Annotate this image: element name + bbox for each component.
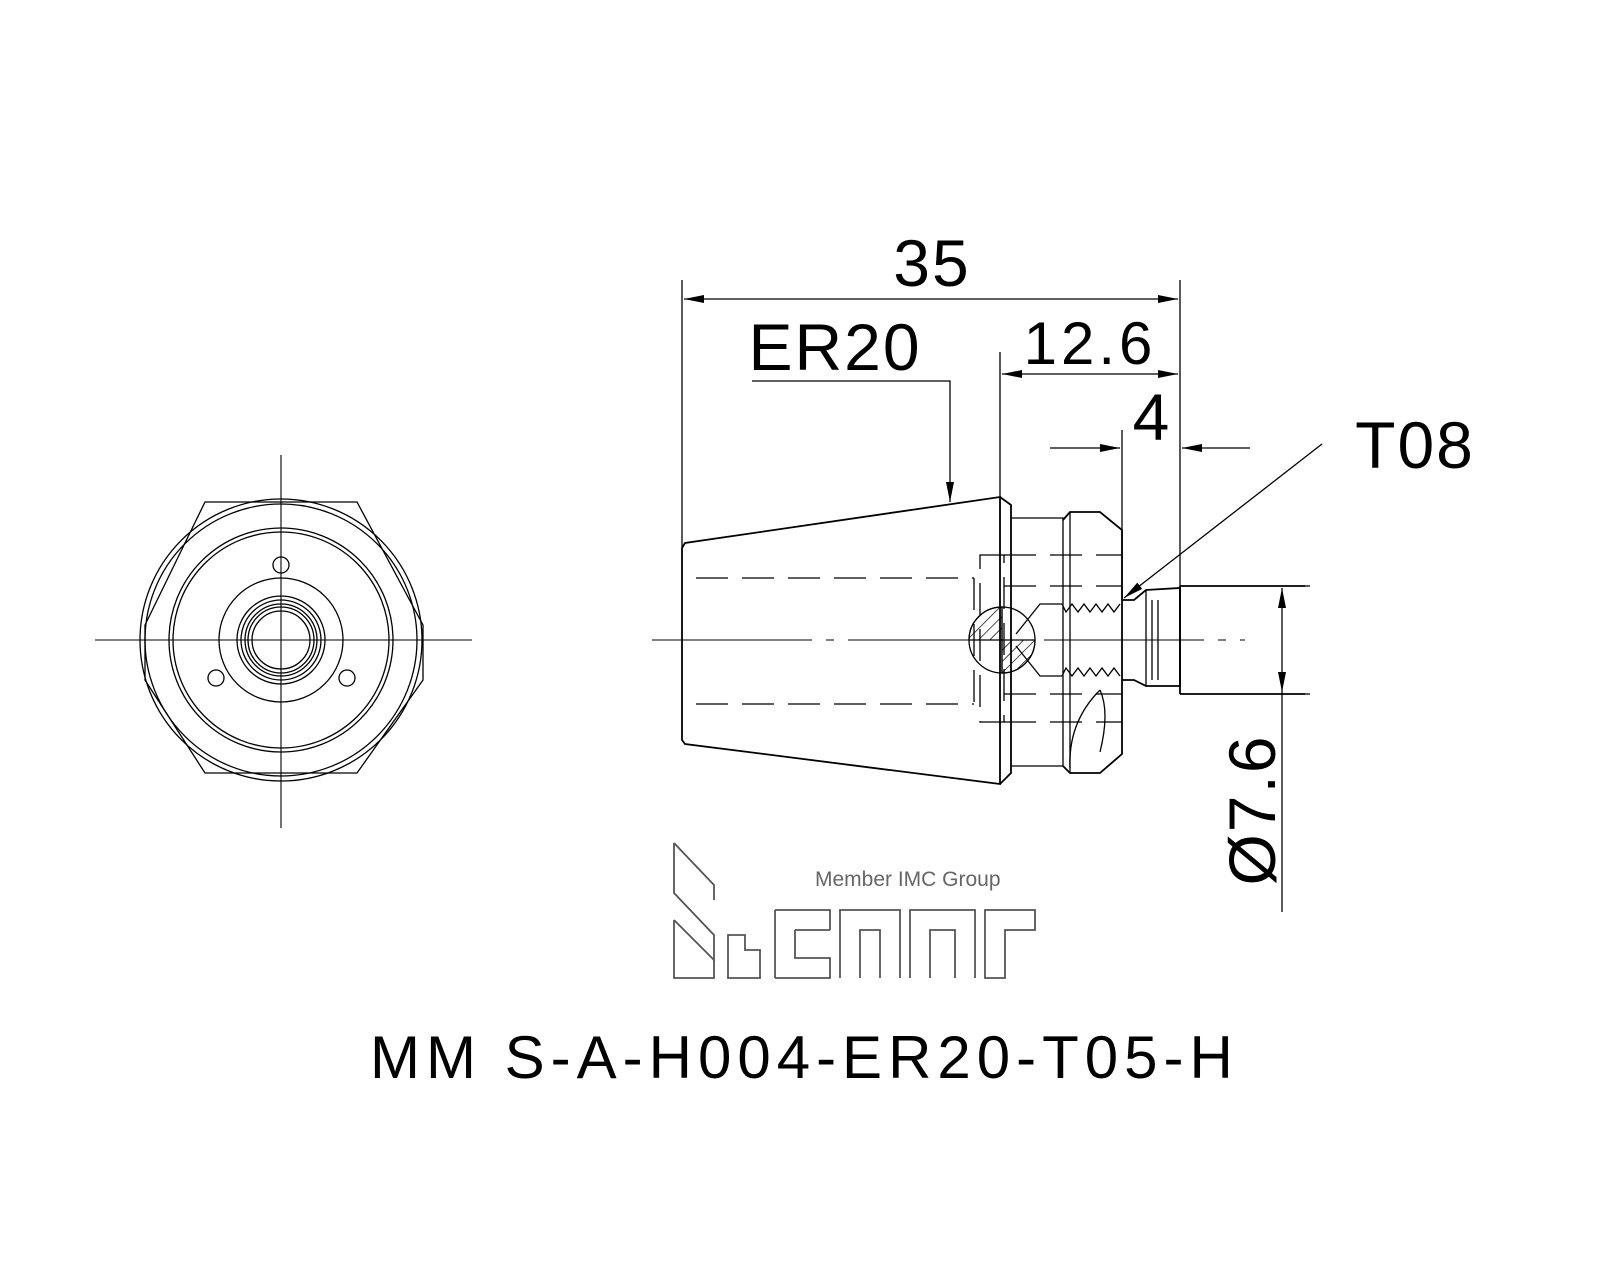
logo-mark-diagonal	[673, 919, 715, 961]
nut-body	[1011, 517, 1064, 767]
bore-circle-4	[247, 606, 315, 674]
diameter-label: Ø7.6	[1215, 734, 1289, 885]
threaded-nose	[1122, 587, 1181, 687]
nut-flat-curve	[1069, 689, 1101, 769]
collet-label: ER20	[748, 310, 921, 384]
brand-tagline: Member IMC Group	[815, 868, 1001, 891]
bore-circle-2	[240, 599, 322, 681]
dimensions: 35 ER20 12.6 4 T08 Ø7.6	[681, 226, 1475, 912]
dim-126-label: 12.6	[1024, 310, 1157, 377]
part-number: MM S-A-H004-ER20-T05-H	[370, 1024, 1239, 1091]
thread-teeth-top	[1061, 602, 1121, 614]
outer-circle	[139, 498, 423, 782]
logo-mark-c	[774, 909, 831, 979]
dim-35-label: 35	[893, 226, 970, 300]
side-view	[652, 495, 1305, 786]
spanner-hole-right	[338, 669, 356, 687]
logo-mark-m	[909, 909, 976, 978]
spanner-hole-top	[272, 556, 290, 574]
shank-outline	[1180, 585, 1305, 695]
dim-4-label: 4	[1133, 380, 1172, 454]
logo-mark-s	[727, 934, 761, 979]
iscar-logo: Member IMC Group	[673, 842, 1036, 979]
logo-mark-i	[673, 842, 715, 979]
thread-callout-label: T08	[1355, 408, 1475, 482]
bore-circle-outer	[218, 577, 344, 703]
nut-outline	[1062, 511, 1123, 774]
end-view	[95, 455, 472, 828]
spanner-hole-left	[207, 669, 225, 687]
nut-circle	[168, 527, 394, 753]
nut-flat-curve-2	[1099, 689, 1106, 753]
section-hatch-top-left	[968, 606, 1003, 641]
collet-leader	[752, 380, 954, 502]
nut-circle-inner	[172, 531, 390, 749]
bore-circle-1	[236, 595, 326, 685]
bore-circle-5	[251, 610, 311, 670]
thread-callout-leader	[1123, 443, 1323, 599]
section-hatch-bottom-right	[1001, 639, 1036, 674]
thread-teeth-bottom	[1061, 666, 1121, 678]
logo-mark-a	[839, 909, 901, 978]
hex-flats	[144, 501, 424, 774]
logo-mark-r	[984, 909, 1036, 979]
bore-circle-3	[244, 603, 318, 677]
collet-collar	[999, 496, 1012, 785]
